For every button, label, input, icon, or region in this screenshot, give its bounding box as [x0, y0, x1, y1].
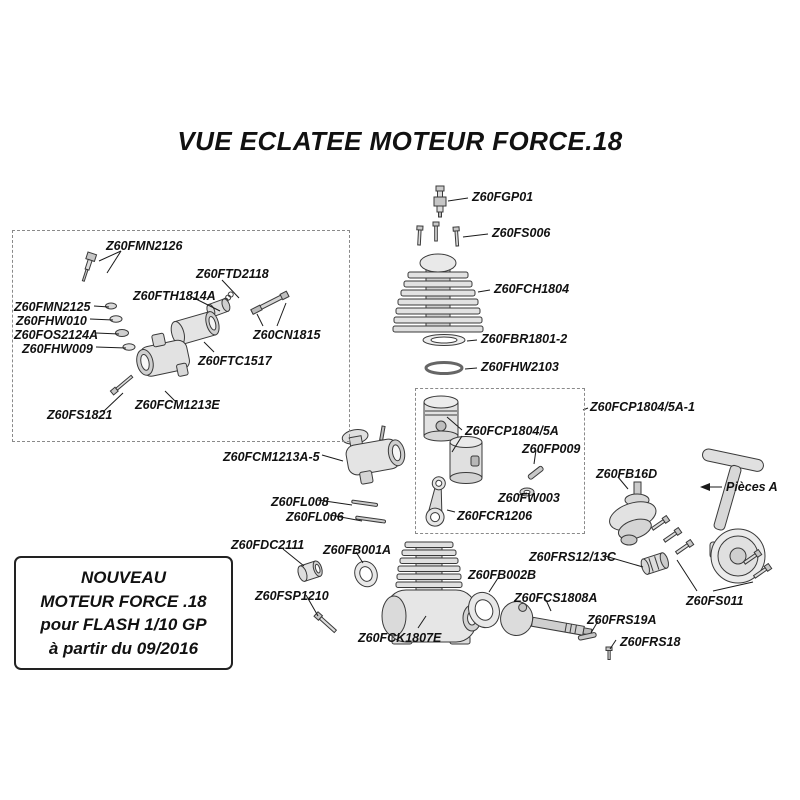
carburetor-group-box [12, 230, 350, 442]
part-label-z60fcp1804-5a-1: Z60FCP1804/5A-1 [590, 400, 695, 414]
carb-screw-drawing [109, 374, 134, 396]
part-label-z60fth1814a: Z60FTH1814A [133, 289, 216, 303]
note-line-4: à partir du 09/2016 [48, 638, 199, 658]
part-label-z60fmn2125: Z60FMN2125 [14, 300, 91, 314]
part-label-z60fb16d: Z60FB16D [596, 467, 658, 481]
cylinder-sleeve-drawing [449, 436, 483, 484]
rear-bearing-drawing [468, 591, 500, 629]
part-label-z60fmn2126: Z60FMN2126 [106, 239, 183, 253]
connecting-rod-drawing [425, 476, 446, 527]
note-line-3: pour FLASH 1/10 GP [40, 615, 207, 634]
glow-plug-drawing [433, 185, 447, 218]
front-bearing-drawing [354, 560, 378, 588]
page-title: VUE ECLATEE MOTEUR FORCE.18 [177, 126, 623, 156]
part-label-z60fhw2103: Z60FHW2103 [481, 360, 559, 374]
part-label-z60fhw009: Z60FHW009 [22, 342, 93, 356]
spacer-drawing [297, 560, 323, 582]
piston-drawing [423, 395, 459, 442]
part-label-z60fcs1808a: Z60FCS1808A [514, 591, 598, 605]
part-label-z60fs011: Z60FS011 [686, 594, 744, 608]
part-label-pieces-a: Pièces A [726, 480, 778, 494]
part-label-z60fs006: Z60FS006 [492, 226, 551, 240]
part-label-z60frs18: Z60FRS18 [620, 635, 681, 649]
case-screw-drawing [313, 611, 338, 634]
carb-body-drawing [136, 332, 190, 377]
spray-bar-drawing [250, 290, 290, 315]
part-label-z60fb001a: Z60FB001A [323, 543, 392, 557]
needle-valve-drawing [81, 251, 98, 282]
piston-group-box [415, 388, 585, 534]
leader-lines [89, 197, 754, 650]
linkage-rods-drawing [351, 499, 387, 524]
engine-parts-drawing [81, 185, 773, 660]
note-line-1: NOUVEAU [80, 568, 166, 587]
part-label-z60fsp1210: Z60FSP1210 [255, 589, 329, 603]
clutch-flywheel-drawing [609, 481, 657, 546]
small-screw-drawing [605, 646, 613, 660]
part-label-z60cn1815: Z60CN1815 [253, 328, 321, 342]
shim-ring-drawing [424, 361, 464, 375]
part-label-z60fos2124a: Z60FOS2124A [14, 328, 99, 342]
part-label-z60fch1804: Z60FCH1804 [494, 282, 570, 296]
part-label-z60fcm1213a-5: Z60FCM1213A-5 [223, 450, 320, 464]
washer-stack-drawing [105, 302, 136, 351]
part-label-z60fw003: Z60FW003 [498, 491, 560, 505]
part-label-z60fl006: Z60FL006 [286, 510, 344, 524]
shaft-pin-drawing [577, 632, 597, 641]
part-label-z60frs19a: Z60FRS19A [587, 613, 657, 627]
piston-pin-drawing [527, 465, 544, 480]
crankshaft-drawing [500, 601, 593, 636]
part-label-z60ftd2118: Z60FTD2118 [196, 267, 269, 281]
part-label-z60fck1807e: Z60FCK1807E [358, 631, 442, 645]
pull-starter-drawing [702, 448, 766, 584]
part-label-z60fhw010: Z60FHW010 [16, 314, 87, 328]
part-label-z60fcr1206: Z60FCR1206 [457, 509, 533, 523]
complete-carburetor-drawing [341, 425, 406, 485]
part-label-z60fp009: Z60FP009 [522, 442, 581, 456]
part-label-z60ftc1517: Z60FTC1517 [198, 354, 272, 368]
collet-drawing [640, 552, 669, 575]
backplate-screws-drawing [650, 514, 773, 579]
crankcase-drawing [381, 541, 482, 645]
part-label-z60fcm1213e: Z60FCM1213E [135, 398, 220, 412]
part-label-z60fl008: Z60FL008 [271, 495, 329, 509]
new-engine-note-box: NOUVEAU MOTEUR FORCE .18 pour FLASH 1/10… [14, 556, 233, 670]
cooling-head-drawing [392, 253, 484, 333]
part-label-z60fgp01: Z60FGP01 [472, 190, 534, 204]
part-label-z60fcp1804-5a: Z60FCP1804/5A [465, 424, 559, 438]
part-label-z60fbr1801-2: Z60FBR1801-2 [481, 332, 568, 346]
part-label-z60fb002b: Z60FB002B [468, 568, 537, 582]
head-screws-drawing [416, 221, 460, 247]
head-gasket-drawing [422, 334, 466, 346]
note-line-2: MOTEUR FORCE .18 [40, 591, 207, 611]
part-label-z60fdc2111: Z60FDC2111 [231, 538, 305, 552]
pieces-a-arrow [700, 483, 722, 491]
part-label-z60frs12-13c: Z60FRS12/13C [529, 550, 616, 564]
part-label-z60fs1821: Z60FS1821 [47, 408, 113, 422]
carb-rotor-drawing [170, 311, 220, 346]
